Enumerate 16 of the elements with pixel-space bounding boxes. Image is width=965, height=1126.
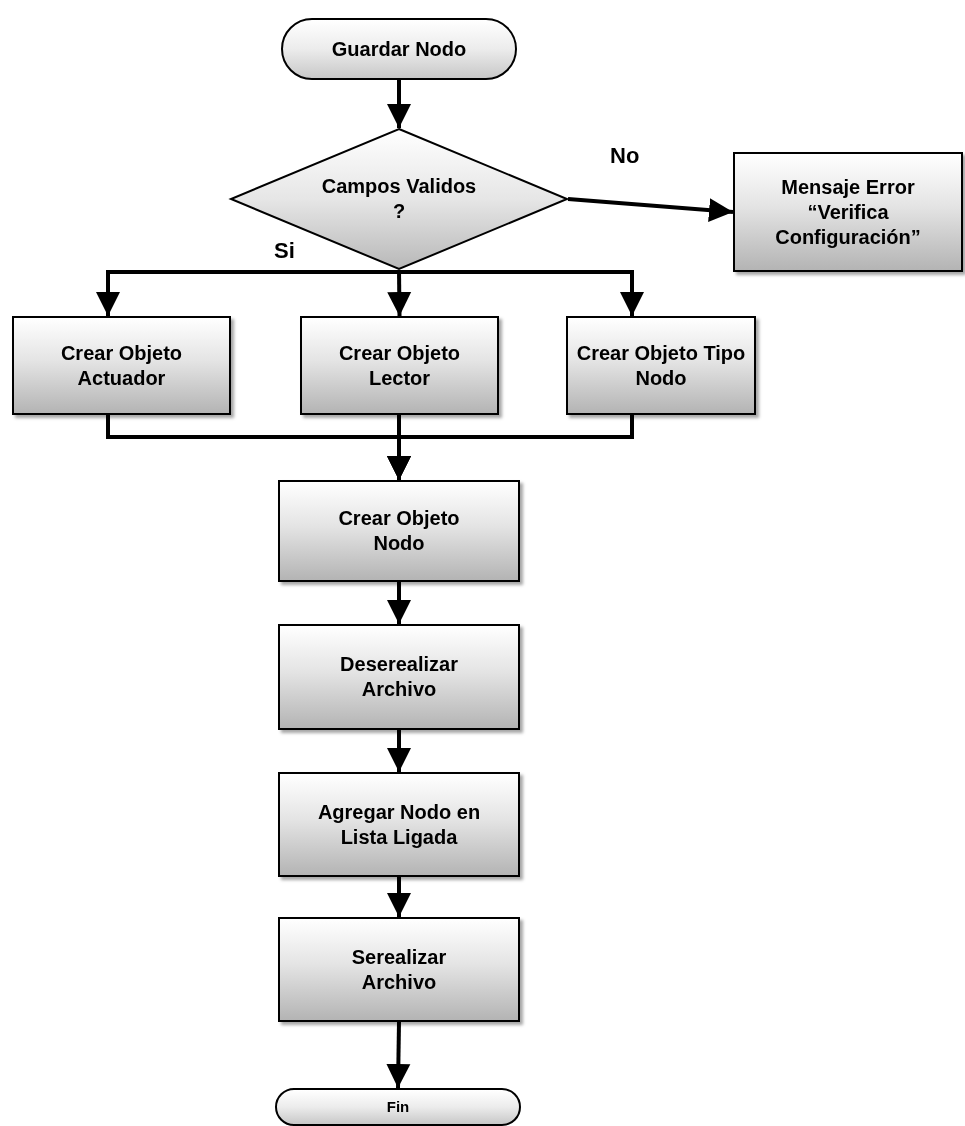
process-box: Serealizar Archivo xyxy=(278,917,520,1022)
arrow xyxy=(387,730,411,772)
arrow xyxy=(387,80,411,128)
process-box: Mensaje Error “Verifica Configuración” xyxy=(733,152,963,272)
process-box: Crear Objeto Tipo Nodo xyxy=(566,316,756,415)
process-box: Agregar Nodo en Lista Ligada xyxy=(278,772,520,877)
process-box: Crear Objeto Nodo xyxy=(278,480,520,582)
terminal-box: Fin xyxy=(275,1088,521,1126)
arrow xyxy=(387,877,411,917)
arrow xyxy=(386,1021,411,1089)
terminal-box: Guardar Nodo xyxy=(281,18,517,80)
process-box: Crear Objeto Lector xyxy=(300,316,499,415)
arrow xyxy=(387,582,411,624)
process-box: Crear Objeto Actuador xyxy=(12,316,231,415)
process-box: Deserealizar Archivo xyxy=(278,624,520,730)
arrow xyxy=(567,197,734,223)
